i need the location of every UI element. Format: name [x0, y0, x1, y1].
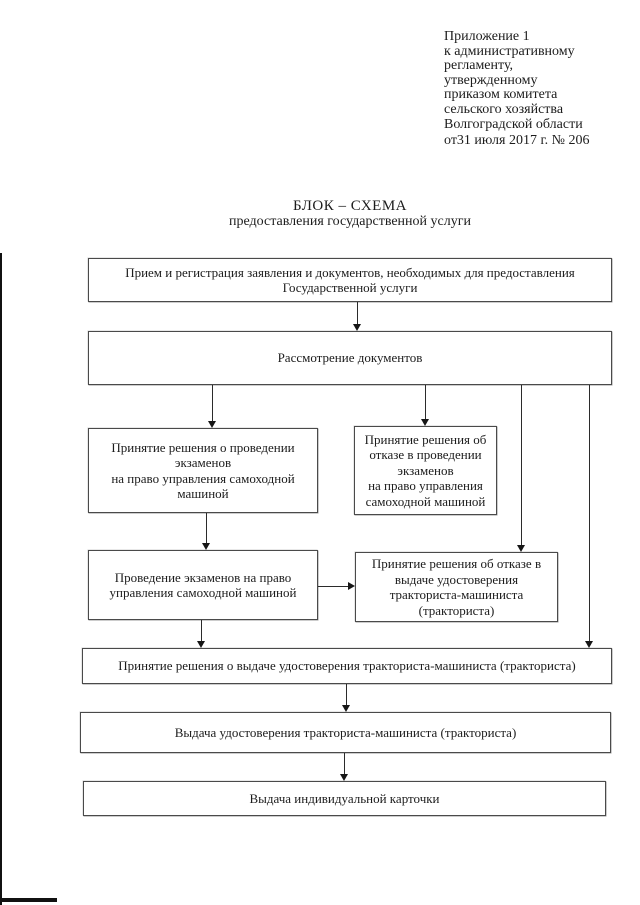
- arrow-issue-decision-to-issue-certificate: [342, 684, 351, 712]
- flow-node-text: (тракториста): [418, 602, 495, 618]
- flow-node-conduct-exams: Проведение экзаменов на право управления…: [88, 550, 318, 620]
- arrow-review-to-refuse-certificate: [517, 385, 526, 552]
- flow-node-text: Принятие решения о проведении: [111, 439, 295, 455]
- arrow-conduct-exams-to-refuse-certificate: [318, 582, 355, 591]
- flow-node-text: выдаче удостоверения: [394, 571, 519, 587]
- flow-node-refuse-certificate: Принятие решения об отказе в выдаче удос…: [355, 552, 558, 622]
- arrow-conduct-exams-to-issue-decision: [197, 620, 206, 648]
- arrow-shaft: [206, 513, 207, 544]
- flow-node-text: на право управления: [368, 478, 483, 494]
- arrow-shaft: [318, 586, 349, 587]
- arrowhead-down-icon: [202, 543, 210, 550]
- flow-node-text: Государственной услуги: [282, 280, 418, 295]
- flow-node-text: Выдача индивидуальной карточки: [249, 790, 440, 806]
- flow-node-text: Принятие решения об: [364, 431, 487, 447]
- arrowhead-down-icon: [353, 324, 361, 331]
- flow-node-issue-certificate: Выдача удостоверения тракториста-машинис…: [80, 712, 611, 753]
- flow-node-decide-conduct-exams: Принятие решения о проведении экзаменов …: [88, 428, 318, 513]
- flow-node-text: Принятие решения о выдаче удостоверения …: [118, 658, 576, 674]
- annotation-line: регламенту,: [444, 58, 514, 74]
- arrowhead-down-icon: [340, 774, 348, 781]
- flow-node-text: тракториста-машиниста: [389, 587, 524, 602]
- scan-edge-artifact-bottom: [0, 898, 57, 902]
- arrowhead-down-icon: [421, 419, 429, 426]
- page-title-line1: БЛОК – СХЕМА: [292, 198, 408, 214]
- arrow-shaft: [346, 684, 347, 706]
- arrow-shaft: [425, 385, 426, 420]
- flow-node-text: управления самоходной машиной: [109, 585, 297, 600]
- arrow-shaft: [212, 385, 213, 422]
- flow-node-refuse-exams: Принятие решения об отказе в проведении …: [354, 426, 497, 515]
- arrow-receive-to-review: [353, 302, 362, 331]
- flow-node-text: Рассмотрение документов: [277, 350, 423, 366]
- annotation-line: от31 июля 2017 г. № 206: [444, 133, 590, 149]
- arrow-shaft: [357, 302, 358, 325]
- arrow-shaft: [344, 753, 345, 775]
- flow-node-issue-individual-card: Выдача индивидуальной карточки: [83, 781, 606, 816]
- arrow-review-to-refuse-exams: [421, 385, 430, 426]
- flow-node-receive-register: Прием и регистрация заявления и документ…: [88, 258, 612, 302]
- page-title-line2: предоставления государственной услуги: [229, 214, 471, 229]
- arrowhead-down-icon: [342, 705, 350, 712]
- flow-node-text: экзаменов: [397, 462, 454, 478]
- annotation-line: Приложение 1: [444, 29, 530, 44]
- arrow-review-to-issue-decision: [585, 385, 594, 648]
- arrow-decide-exams-to-conduct-exams: [202, 513, 211, 550]
- flow-node-text: самоходной машиной: [365, 493, 486, 509]
- arrowhead-down-icon: [197, 641, 205, 648]
- annotation-line: утвержденному: [444, 72, 538, 88]
- flow-node-text: Принятие решения об отказе в: [371, 556, 542, 571]
- page-title: БЛОК – СХЕМА предоставления государствен…: [80, 198, 620, 230]
- flow-node-text: на право управления самоходной: [111, 470, 295, 486]
- arrow-review-to-decide-exams: [208, 385, 217, 428]
- annotation-line: сельского хозяйства: [444, 101, 564, 117]
- flow-node-text: Проведение экзаменов на право: [114, 569, 292, 585]
- flow-node-review-documents: Рассмотрение документов: [88, 331, 612, 385]
- arrow-shaft: [521, 385, 522, 546]
- flow-node-text: Выдача удостоверения тракториста-машинис…: [174, 724, 517, 740]
- arrow-issue-certificate-to-issue-card: [340, 753, 349, 781]
- arrow-shaft: [589, 385, 590, 642]
- arrowhead-down-icon: [585, 641, 593, 648]
- arrowhead-down-icon: [208, 421, 216, 428]
- flow-node-text: Прием и регистрация заявления и документ…: [125, 264, 575, 280]
- arrowhead-right-icon: [348, 582, 355, 590]
- flow-node-text: экзаменов: [174, 455, 232, 470]
- annotation-line: Волгоградской области: [444, 116, 583, 132]
- flow-node-text: отказе в проведении: [369, 447, 482, 463]
- annotation-line: к административному: [444, 43, 575, 59]
- arrowhead-down-icon: [517, 545, 525, 552]
- document-annotation: Приложение 1 к административному регламе…: [444, 29, 629, 149]
- flow-node-decide-issue-certificate: Принятие решения о выдаче удостоверения …: [82, 648, 612, 684]
- scan-edge-artifact-left: [0, 253, 2, 905]
- arrow-shaft: [201, 620, 202, 642]
- flow-node-text: машиной: [177, 486, 229, 501]
- annotation-line: приказом комитета: [444, 87, 558, 103]
